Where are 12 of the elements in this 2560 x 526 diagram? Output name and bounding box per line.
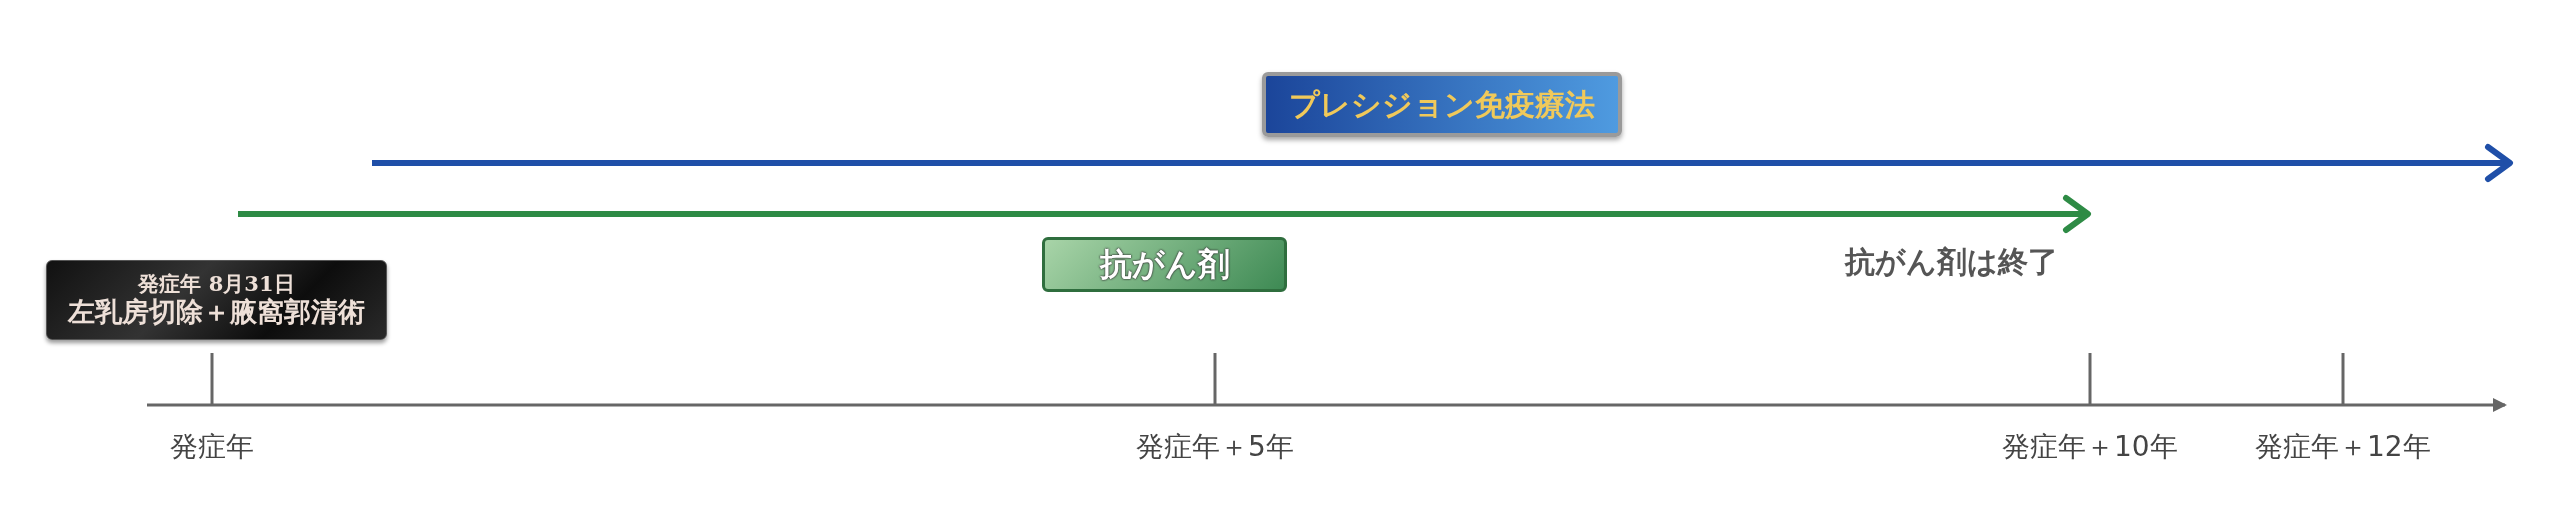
end-note: 抗がん剤は終了 bbox=[1844, 243, 2058, 281]
tick-label: 発症年 bbox=[170, 429, 254, 465]
tick-label: 発症年＋10年 bbox=[2002, 429, 2178, 465]
drug-box bbox=[1042, 237, 1287, 292]
therapy-box bbox=[1262, 72, 1622, 137]
node-label: 左乳房切除＋腋窩郭清術 bbox=[68, 296, 365, 329]
tick-label: 発症年＋12年 bbox=[2255, 429, 2431, 465]
tick-label: 発症年＋5年 bbox=[1136, 429, 1294, 465]
event-box bbox=[46, 260, 387, 340]
event-date: 発症年 8月31日 bbox=[138, 271, 295, 297]
node-label: 抗がん剤 bbox=[1099, 245, 1230, 284]
node-label: プレシジョン免疫療法 bbox=[1289, 86, 1595, 123]
